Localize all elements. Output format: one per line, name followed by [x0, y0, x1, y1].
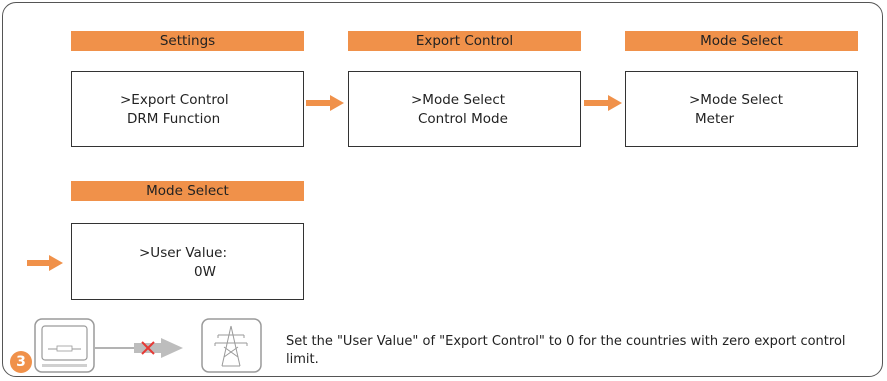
export-blocked-arrow-icon: [95, 338, 183, 358]
inverter-icon: [34, 318, 95, 373]
right-arrow-icon: [306, 95, 344, 111]
panel-header-export-control: Export Control: [348, 31, 581, 51]
panel-header-settings: Settings: [71, 31, 304, 51]
screen-mode-select: >Mode Select Meter: [625, 71, 858, 147]
menu-line: >Export Control: [120, 92, 229, 108]
step-illustration: [34, 318, 262, 373]
menu-line: Meter: [695, 111, 735, 127]
menu-line: >User Value:: [139, 245, 227, 261]
right-arrow-icon: [27, 255, 63, 271]
menu-line: Control Mode: [418, 111, 508, 127]
menu-line: 0W: [194, 264, 216, 280]
screen-settings: >Export Control DRM Function: [71, 71, 304, 147]
power-grid-tower-icon: [201, 318, 262, 373]
screen-export-control: >Mode Select Control Mode: [348, 71, 581, 147]
menu-line: >Mode Select: [689, 92, 784, 108]
screen-user-value: >User Value: 0W: [71, 223, 304, 300]
right-arrow-icon: [584, 95, 622, 111]
panel-header-mode-select: Mode Select: [625, 31, 858, 51]
instruction-note: Set the "User Value" of "Export Control"…: [286, 334, 846, 367]
step-number-badge: 3: [10, 351, 32, 373]
menu-line: DRM Function: [127, 111, 221, 127]
diagram-frame: [2, 2, 883, 377]
panel-header-mode-select-value: Mode Select: [71, 181, 304, 201]
menu-line: >Mode Select: [411, 92, 506, 108]
